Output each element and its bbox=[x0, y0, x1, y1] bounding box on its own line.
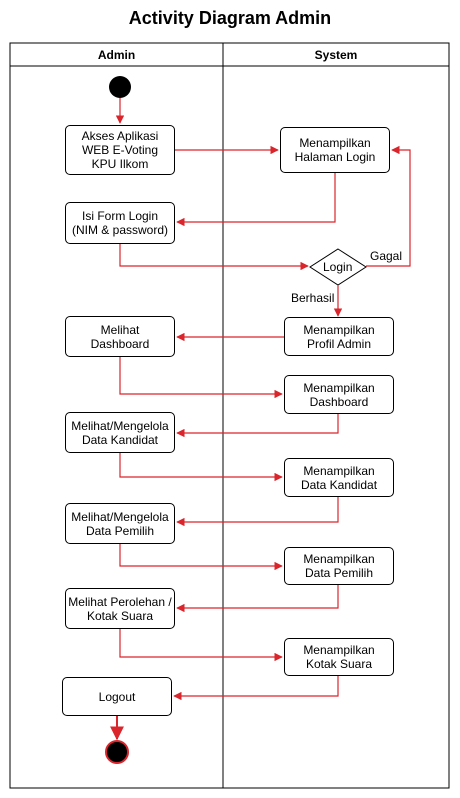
swimlane-frame bbox=[9, 42, 450, 789]
action-tampil-profil-admin: Menampilkan Profil Admin bbox=[284, 317, 394, 356]
flow-dashboard-sys bbox=[119, 357, 283, 399]
flow-halaman-isiform bbox=[176, 173, 336, 227]
action-melihat-dashboard: Melihat Dashboard bbox=[65, 316, 175, 357]
lane-header-admin: Admin bbox=[97, 48, 136, 62]
action-tampil-data-kandidat: Menampilkan Data Kandidat bbox=[284, 458, 394, 497]
decision-label: Login bbox=[323, 260, 353, 274]
flow-perolehan-sys bbox=[119, 629, 283, 662]
flow-syspemilih-perolehan bbox=[176, 585, 339, 613]
decision-success-label: Berhasil bbox=[291, 291, 335, 305]
flow-gagal bbox=[366, 145, 411, 267]
action-melihat-perolehan: Melihat Perolehan / Kotak Suara bbox=[65, 588, 175, 629]
lane-header-system: System bbox=[314, 48, 358, 62]
flow-sysdash-kandidat bbox=[176, 414, 339, 438]
action-mengelola-pemilih: Melihat/Mengelola Data Pemilih bbox=[65, 503, 175, 544]
action-isi-form-login: Isi Form Login (NIM & password) bbox=[65, 202, 175, 244]
action-mengelola-kandidat: Melihat/Mengelola Data Kandidat bbox=[65, 412, 175, 453]
action-akses-aplikasi: Akses Aplikasi WEB E-Voting KPU Ilkom bbox=[65, 125, 175, 175]
flow-pemilih-sys bbox=[119, 544, 283, 571]
start-node bbox=[109, 76, 131, 98]
action-tampil-halaman-login: Menampilkan Halaman Login bbox=[280, 127, 390, 173]
flow-isiform-decision bbox=[119, 244, 309, 271]
action-logout: Logout bbox=[62, 677, 172, 716]
flow-kandidat-sys bbox=[119, 453, 283, 482]
action-tampil-data-pemilih: Menampilkan Data Pemilih bbox=[284, 547, 394, 585]
action-tampil-kotak-suara: Menampilkan Kotak Suara bbox=[284, 638, 394, 676]
decision-fail-label: Gagal bbox=[370, 249, 403, 263]
flow-syskotak-logout bbox=[173, 676, 339, 701]
diagram-title: Activity Diagram Admin bbox=[128, 8, 332, 28]
flow-syskandidat-pemilih bbox=[176, 497, 339, 527]
end-node bbox=[105, 740, 129, 764]
action-tampil-dashboard: Menampilkan Dashboard bbox=[284, 375, 394, 414]
